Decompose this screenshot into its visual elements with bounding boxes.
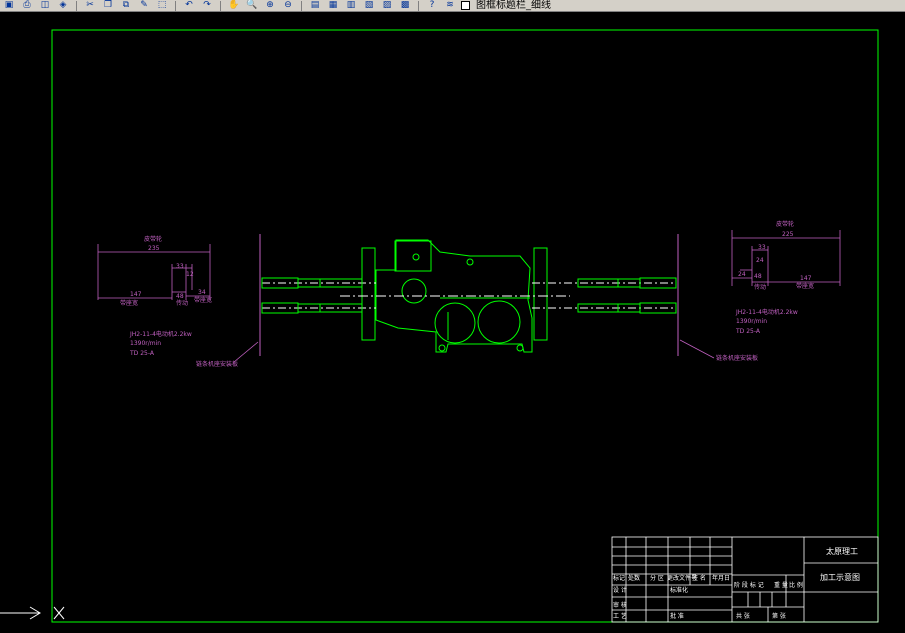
right-motor-pump: TD 25-A — [735, 328, 761, 335]
design-center-icon[interactable]: ▦ — [328, 0, 338, 10]
cut-icon[interactable]: ✂ — [86, 0, 94, 10]
drawing-canvas[interactable]: 皮带轮 235 147 48 34 33 12 带座宽 传动 带座宽 JH2-1… — [0, 12, 905, 633]
plot-icon[interactable]: ⎙ — [23, 0, 31, 10]
left-label-3: 带座宽 — [194, 296, 212, 304]
right-motor-speed: 1390r/min — [736, 318, 767, 325]
redo-icon[interactable]: ↷ — [203, 0, 211, 10]
plot-preview-icon[interactable]: ◫ — [40, 0, 50, 10]
toolbar-separator — [175, 0, 176, 11]
publish-icon[interactable]: ◈ — [59, 0, 67, 10]
left-label-1: 带座宽 — [120, 299, 138, 307]
save-icon[interactable]: ▣ — [4, 0, 14, 10]
tb-change: 更改文件号 — [667, 574, 697, 582]
left-dim-a: 147 — [130, 291, 142, 298]
standard-toolbar: ▣ ⎙ ◫ ◈ ✂ ❐ ⧉ ✎ ⬚ ↶ ↷ ✋ 🔍 ⊕ ⊖ ▤ ▦ ▥ ▧ ▨ ▩? ≋ 图框标题栏_细线 — [0, 0, 905, 12]
drive-shafts — [262, 282, 676, 309]
right-dim-total: 225 — [782, 231, 794, 238]
right-leader — [679, 339, 715, 359]
tb-school: 太原理工 — [826, 546, 858, 556]
match-properties-icon[interactable]: ✎ — [140, 0, 148, 10]
right-motor-model: JH2-11-4电动机2.2kw — [735, 308, 798, 316]
tb-review: 审 核 — [613, 601, 627, 609]
markup-icon[interactable]: ▨ — [382, 0, 392, 10]
right-dimensions — [731, 230, 841, 286]
right-pulley-title: 皮带轮 — [776, 220, 794, 228]
left-label-2: 传动 — [176, 299, 188, 307]
shaft-couplings — [261, 277, 677, 314]
right-callout: 链条机座安装板 — [716, 354, 758, 362]
tb-date: 年月日 — [712, 574, 730, 582]
zoom-window-icon[interactable]: ⊕ — [266, 0, 274, 10]
tb-scale: 比 例 — [789, 581, 803, 589]
right-dim-d: 147 — [800, 275, 812, 282]
help-icon[interactable]: ? — [429, 0, 435, 10]
tb-stage: 阶 段 标 记 — [734, 581, 764, 589]
tb-count: 处数 — [628, 574, 640, 582]
toolbar-separator — [301, 0, 302, 11]
toolbar-separator — [220, 0, 221, 11]
right-label-1: 带座宽 — [796, 282, 814, 290]
left-dim-d: 33 — [176, 263, 184, 270]
current-layer-dropdown[interactable]: 图框标题栏_细线 — [476, 0, 551, 11]
copy-icon[interactable]: ❐ — [103, 0, 113, 10]
tb-sheets: 共 张 — [736, 612, 750, 620]
right-dim-a: 33 — [758, 244, 766, 251]
left-callout: 链条机座安装板 — [196, 360, 238, 368]
tb-design: 设 计 — [613, 586, 627, 594]
left-dim-c: 34 — [198, 289, 206, 296]
left-motor-speed: 1390r/min — [130, 340, 161, 347]
right-dim-b: 24 — [756, 257, 764, 264]
tb-std: 标准化 — [670, 586, 688, 594]
pan-icon[interactable]: ✋ — [228, 0, 240, 10]
left-dimensions — [97, 244, 211, 300]
paste-icon[interactable]: ⧉ — [122, 0, 130, 10]
block-editor-icon[interactable]: ⬚ — [157, 0, 167, 10]
left-dim-e: 12 — [186, 271, 194, 278]
tb-drawing-name: 加工示意图 — [820, 572, 860, 582]
quickcalc-icon[interactable]: ▩ — [400, 0, 410, 10]
properties-icon[interactable]: ▤ — [310, 0, 320, 10]
tb-sheet-no: 第 张 — [772, 612, 786, 620]
toolbar-separator — [418, 0, 419, 11]
title-block — [611, 536, 879, 623]
tool-palettes-icon[interactable]: ▥ — [346, 0, 356, 10]
undo-icon[interactable]: ↶ — [185, 0, 193, 10]
left-motor-pump: TD 25-A — [129, 350, 155, 357]
tb-zone: 分 区 — [650, 574, 664, 582]
left-dim-total: 235 — [148, 245, 160, 252]
tb-sign: 签 名 — [692, 574, 706, 582]
toolbar-separator — [76, 0, 77, 11]
zoom-realtime-icon[interactable]: 🔍 — [246, 0, 258, 10]
left-pulley-title: 皮带轮 — [144, 235, 162, 243]
zoom-previous-icon[interactable]: ⊖ — [284, 0, 292, 10]
tb-mark: 标记 — [613, 574, 625, 582]
sheet-set-icon[interactable]: ▧ — [364, 0, 374, 10]
tb-weight: 重 量 — [774, 581, 788, 589]
tb-approve: 批 准 — [670, 612, 684, 620]
tb-process: 工 艺 — [613, 612, 627, 620]
right-label-2: 传动 — [754, 283, 766, 291]
right-dim-e: 24 — [738, 271, 746, 278]
left-motor-model: JH2-11-4电动机2.2kw — [129, 330, 192, 338]
ucs-icon — [0, 606, 65, 620]
left-dim-b: 48 — [176, 293, 184, 300]
layer-color-swatch — [461, 1, 470, 10]
right-dim-c: 48 — [754, 273, 762, 280]
gearbox-assembly — [361, 239, 548, 353]
left-leader — [233, 341, 259, 363]
drawing-frame — [51, 29, 879, 623]
layer-manager-icon[interactable]: ≋ — [446, 0, 454, 10]
